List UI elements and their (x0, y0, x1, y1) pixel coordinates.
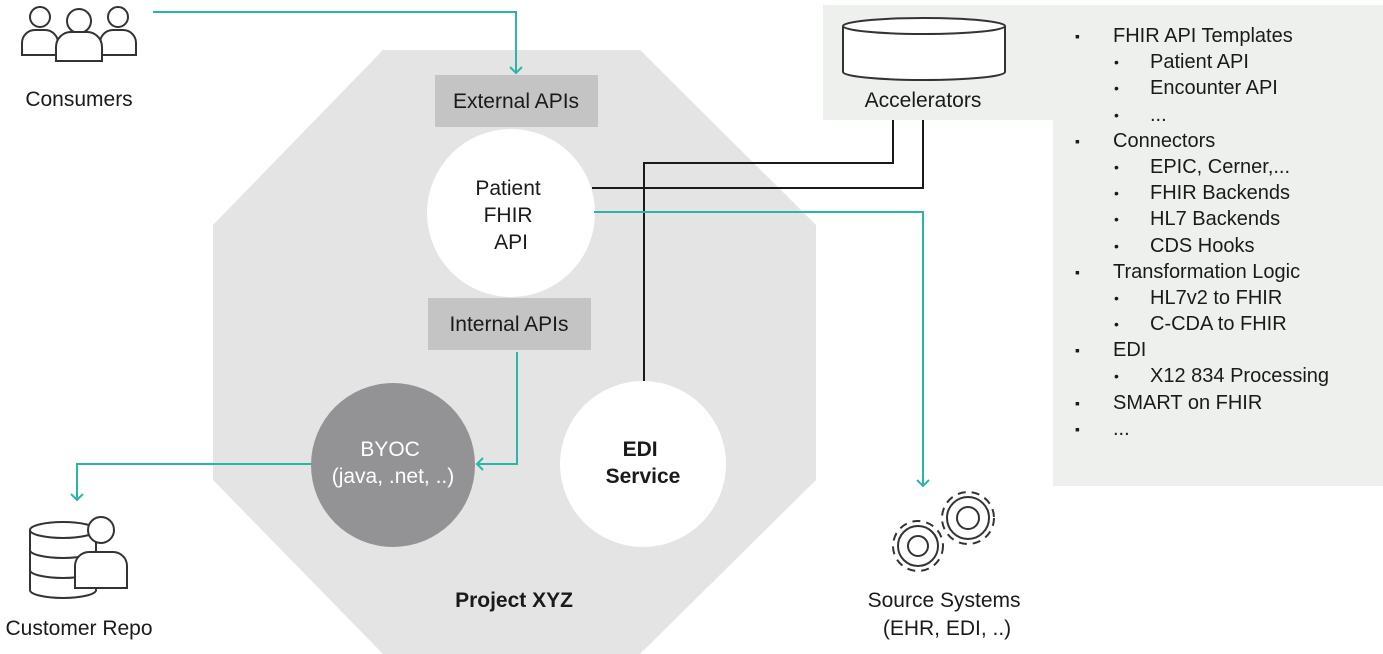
feature-sub-item: •... (1053, 102, 1383, 128)
bullet-icon: ▪ (1075, 342, 1080, 359)
bullet-icon: • (1114, 185, 1119, 202)
byoc-label: BYOC (java, .net, ..) (332, 438, 455, 488)
feature-label: X12 834 Processing (1150, 365, 1330, 388)
bullet-icon: • (1114, 158, 1119, 175)
feature-label: HL7v2 to FHIR (1150, 286, 1283, 309)
bullet-icon: • (1114, 289, 1119, 306)
feature-label: ... (1150, 103, 1167, 126)
accelerators-to-edi-line (643, 120, 894, 381)
bullet-icon: • (1114, 54, 1119, 71)
feature-sub-item: • X12 834 Processing (1053, 363, 1383, 389)
gears-icon (892, 491, 995, 572)
consumers-icon (21, 6, 137, 62)
byoc-node (311, 383, 475, 547)
bullet-icon: ▪ (1075, 394, 1080, 411)
bullet-icon: ▪ (1075, 420, 1080, 437)
feature-label: SMART on FHIR (1113, 391, 1263, 414)
bullet-icon: • (1114, 80, 1119, 97)
feature-list: ▪ FHIR API Templates • Patient API • Encounte… (1053, 23, 1383, 442)
feature-label: EDI (1113, 339, 1147, 362)
customer-repo-label: Customer Repo (5, 617, 152, 640)
accelerator-features-panel: ▪ FHIR API Templates • Patient API • Encounte… (1053, 5, 1383, 486)
external-apis-box (435, 75, 598, 127)
feature-label: CDS Hooks (1150, 234, 1255, 257)
feature-sub-item: • CDS Hooks (1053, 233, 1383, 259)
bullet-icon: • (1114, 316, 1119, 333)
feature-item: ▪ Transformation Logic (1053, 259, 1383, 285)
consumers-arrow (153, 11, 523, 75)
external-apis-label: External APIs (453, 90, 579, 113)
feature-sub-item: • HL7v2 to FHIR (1053, 285, 1383, 311)
feature-label: Patient API (1150, 51, 1249, 74)
source-systems-label: Source Systems (EHR, EDI, ..) (868, 589, 1027, 640)
feature-sub-item: • Encounter API (1053, 75, 1383, 101)
bullet-icon: • (1114, 106, 1119, 123)
project-label: Project XYZ (455, 589, 573, 612)
feature-sub-item: • C-CDA to FHIR (1053, 311, 1383, 337)
feature-label: HL7 Backends (1150, 208, 1281, 231)
feature-sub-item: • HL7 Backends (1053, 206, 1383, 232)
bullet-icon: • (1114, 237, 1119, 254)
internal-to-byoc-arrow (475, 352, 518, 471)
patient-fhir-api-node (427, 129, 595, 297)
edi-service-node (560, 381, 726, 547)
patient-fhir-api-label: Patient FHIR API (475, 177, 546, 254)
feature-sub-item: • FHIR Backends (1053, 180, 1383, 206)
feature-label: ... (1113, 417, 1130, 440)
edi-service-label: EDI Service (606, 438, 681, 488)
feature-label: FHIR Backends (1150, 182, 1291, 205)
patient-api-to-source-arrow (594, 211, 930, 488)
consumers-label: Consumers (25, 88, 132, 111)
feature-label: Connectors (1113, 129, 1216, 152)
accelerators-label: Accelerators (865, 89, 982, 112)
internal-apis-label: Internal APIs (449, 313, 568, 336)
feature-label: Encounter API (1150, 77, 1278, 100)
feature-sub-item: • Patient API (1053, 49, 1383, 75)
feature-label: FHIR API Templates (1113, 25, 1293, 47)
bullet-icon: ▪ (1075, 28, 1080, 44)
bullet-icon: ▪ (1075, 263, 1080, 280)
bullet-icon: ▪ (1075, 132, 1080, 149)
feature-label: EPIC, Cerner,... (1150, 155, 1291, 178)
feature-sub-item: • EPIC, Cerner,... (1053, 154, 1383, 180)
customer-repo-icon (29, 516, 128, 599)
feature-item: ▪ EDI (1053, 337, 1383, 363)
feature-label: C-CDA to FHIR (1150, 313, 1287, 336)
feature-item: ▪ Connectors (1053, 128, 1383, 154)
feature-item: ▪ SMART on FHIR (1053, 390, 1383, 416)
bullet-icon: • (1114, 211, 1119, 228)
feature-item: ▪ FHIR API Templates (1053, 23, 1383, 49)
internal-apis-box (428, 298, 591, 350)
accelerators-to-patient-api-line (592, 120, 924, 189)
feature-item: ▪... (1053, 416, 1383, 442)
bullet-icon: • (1114, 368, 1119, 385)
feature-label: Transformation Logic (1113, 260, 1301, 283)
database-icon (842, 17, 1006, 81)
byoc-to-repo-arrow (70, 463, 313, 502)
